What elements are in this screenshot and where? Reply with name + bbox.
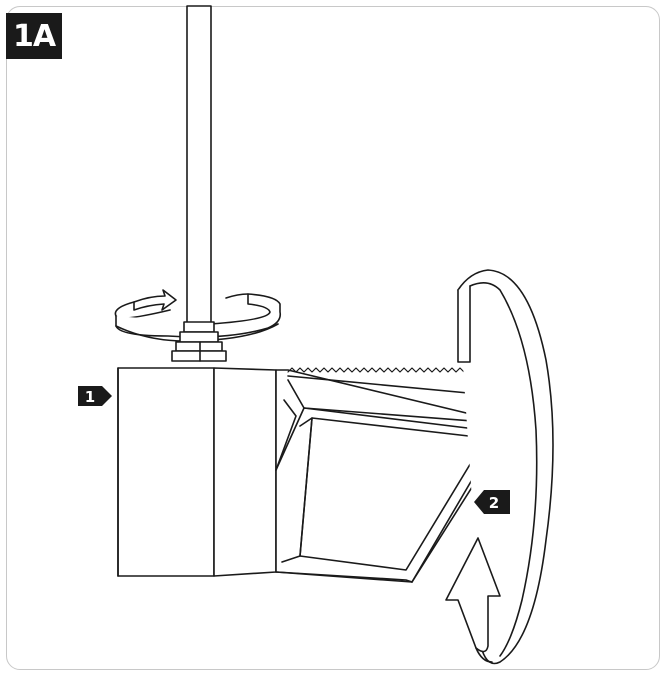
swivel-collar <box>171 321 227 362</box>
mounting-stem <box>186 5 212 325</box>
horizontal-rotation-arrow-icon <box>114 289 282 342</box>
driver-housing <box>117 367 277 577</box>
lamp-head <box>275 367 529 583</box>
callout-1-marker: 1 <box>78 386 112 406</box>
step-label-badge: 1A <box>6 13 62 59</box>
tilt-rotation-arrow-icon <box>445 269 554 665</box>
callout-2-label: 2 <box>489 494 499 512</box>
callout-2-marker: 2 <box>474 490 510 514</box>
diagram-frame <box>6 6 660 670</box>
callout-1-label: 1 <box>85 388 95 406</box>
